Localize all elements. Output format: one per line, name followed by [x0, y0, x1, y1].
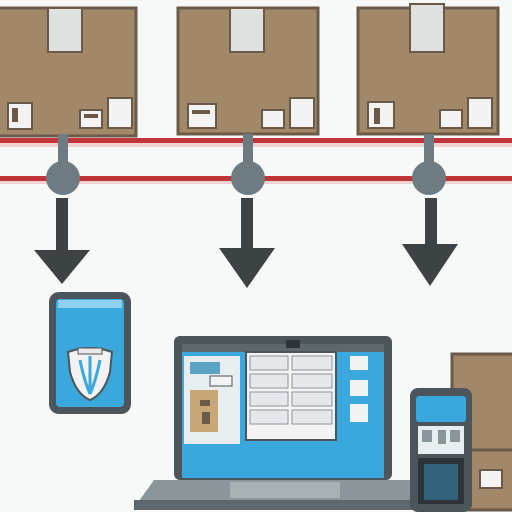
- box-middle: [178, 8, 318, 134]
- laptop: [134, 336, 432, 510]
- box-left: [0, 8, 136, 136]
- handheld-terminal: [410, 388, 472, 512]
- smartphone: [49, 292, 131, 414]
- down-arrow-icon: [402, 198, 458, 286]
- down-arrow-icon: [219, 198, 275, 288]
- box-right: [358, 4, 498, 134]
- down-arrow-icon: [34, 198, 90, 284]
